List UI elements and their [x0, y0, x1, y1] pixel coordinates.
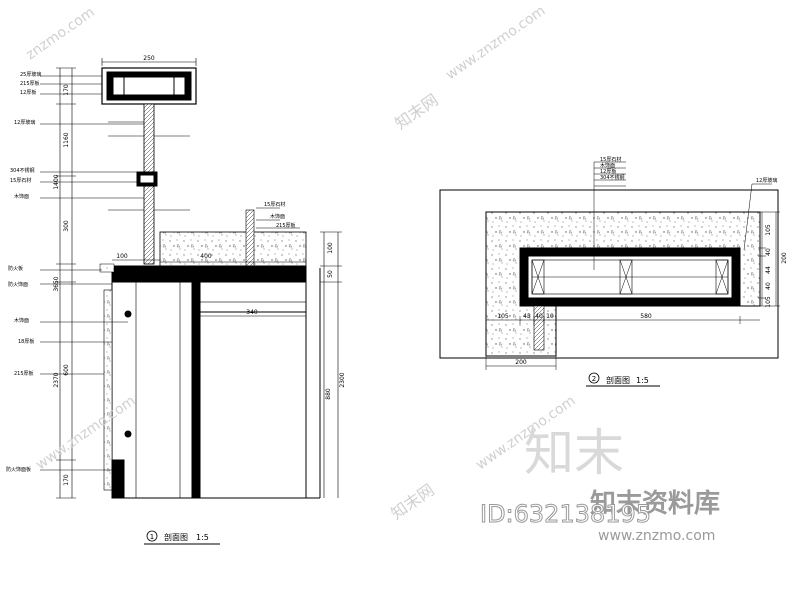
label-12-board: 12厚板	[20, 89, 36, 96]
dim-300: 300	[63, 220, 70, 232]
dim-170: 170	[63, 84, 70, 96]
watermark-diag-a: znzmo.com	[23, 4, 98, 63]
s2-dim-right-200: 200	[781, 252, 788, 264]
dim-2300: 2300	[339, 372, 346, 387]
s2-dim-40: 40	[535, 313, 543, 320]
title-2-text: 剖面图	[606, 375, 630, 385]
title-2-number: 2	[592, 375, 596, 383]
section-2-text: 15厚石材 木饰面 12厚板 304不锈钢 12厚玻璃 105 43 40 10…	[497, 156, 788, 385]
s2-label-glass: 12厚玻璃	[756, 177, 777, 184]
s2-dim-right-44: 44	[765, 266, 772, 274]
s2-dim-580: 580	[640, 313, 652, 320]
label-215-board-b: 215厚板	[14, 370, 34, 377]
s2-dim-43: 43	[523, 313, 531, 320]
s2-dim-right-105b: 105	[765, 296, 772, 308]
label-wood-veneer-b: 木饰面	[14, 317, 29, 324]
title-1-number: 1	[150, 533, 154, 541]
s2-dim-10: 10	[546, 313, 554, 320]
watermark-diag-f: 知末网	[387, 480, 437, 523]
brand-name: 知末资料库	[590, 489, 720, 519]
label-fireproof-panel: 防火饰面板	[6, 466, 31, 473]
section-1-text: 250 170 1160 1400 300 3650 100 400 100 5…	[6, 55, 346, 542]
s2-dim-right-40: 40	[765, 248, 772, 256]
label-25-glass: 25厚玻璃	[20, 71, 41, 78]
dim-600: 600	[63, 364, 70, 376]
label-215-board: 215厚板	[20, 80, 40, 87]
label-fireproof-board: 防火板	[8, 265, 23, 272]
s2-label-board: 12厚板	[600, 168, 616, 175]
label-wood-veneer-a: 木饰面	[14, 193, 29, 200]
label-12-glass: 12厚玻璃	[14, 119, 35, 126]
section-2	[439, 161, 780, 387]
s2-dim-right-105: 105	[765, 224, 772, 236]
s2-label-steel: 304不锈钢	[600, 174, 625, 181]
s2-dim-105: 105	[497, 313, 509, 320]
section-1	[40, 58, 342, 545]
dim-1160: 1160	[63, 132, 70, 147]
label-15-stone: 15厚石材	[10, 177, 31, 184]
brand-logo-text: 知末	[524, 424, 624, 482]
dim-1400: 1400	[53, 174, 60, 189]
dim-2370: 2370	[53, 372, 60, 387]
s2-dim-right-40b: 40	[765, 282, 772, 290]
title-2-scale: 1:5	[636, 376, 649, 385]
s2-label-stone: 15厚石材	[600, 156, 621, 163]
label-215-board-top: 215厚板	[276, 222, 296, 229]
dim-100-left: 100	[116, 253, 128, 260]
label-fireproof-finish: 防火饰面	[8, 281, 28, 288]
title-1-scale: 1:5	[196, 533, 209, 542]
dim-top-width: 250	[143, 55, 155, 62]
label-15-stone-top: 15厚石材	[264, 201, 285, 208]
watermark-diag-c: www.znzmo.com	[443, 3, 548, 83]
brand-id: ID:632138195	[480, 500, 651, 528]
watermark-diag-b: 知末网	[391, 90, 441, 133]
dim-880: 880	[325, 388, 332, 400]
dim-400: 400	[200, 253, 212, 260]
label-304-steel: 304不锈钢	[10, 167, 35, 174]
label-wood-veneer-top: 木饰面	[270, 213, 285, 220]
dim-50: 50	[327, 270, 334, 278]
s2-dim-200: 200	[515, 359, 527, 366]
dim-170-bottom: 170	[63, 474, 70, 486]
brand-watermark: 知末 知末资料库 ID:632138195 www.znzmo.com	[480, 424, 721, 544]
title-1-text: 剖面图	[164, 532, 188, 542]
dim-100-right: 100	[327, 242, 334, 254]
label-18-board: 18厚板	[18, 338, 34, 345]
brand-url: www.znzmo.com	[598, 528, 715, 544]
dim-340: 340	[246, 309, 258, 316]
dim-3650: 3650	[53, 276, 60, 291]
s2-label-veneer: 木饰面	[600, 162, 615, 169]
